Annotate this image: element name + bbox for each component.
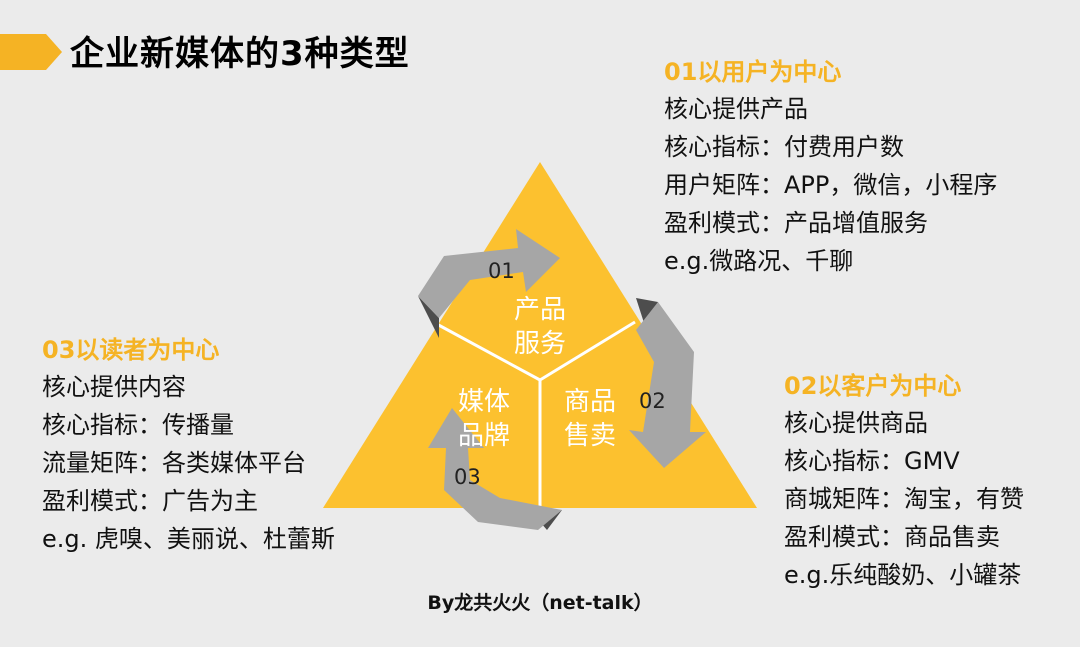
block-line: 核心提供产品 (664, 95, 808, 123)
segment-label-media-2: 品牌 (458, 421, 510, 451)
author-credit: By龙共火火（net-talk） (427, 592, 653, 614)
title-marker (0, 34, 62, 70)
page-title: 企业新媒体的3种类型 (70, 34, 410, 74)
arrow-label-02: 02 (639, 389, 666, 413)
segment-label-goods-1: 商品 (564, 387, 616, 417)
reader-centric-block: 03以读者为中心 核心提供内容 核心指标：传播量 流量矩阵：各类媒体平台 盈利模… (42, 332, 335, 558)
block-line: 核心提供商品 (784, 409, 928, 437)
arrow-label-01: 01 (488, 259, 515, 283)
block-heading: 03以读者为中心 (42, 336, 220, 364)
block-line: 核心指标：GMV (784, 447, 960, 475)
block-line: 用户矩阵：APP，微信，小程序 (664, 171, 998, 199)
block-heading: 01以用户为中心 (664, 58, 842, 86)
segment-label-product-2: 服务 (514, 329, 566, 359)
user-centric-block: 01以用户为中心 核心提供产品 核心指标：付费用户数 用户矩阵：APP，微信，小… (664, 54, 997, 280)
block-line: 盈利模式：广告为主 (42, 487, 258, 515)
block-line: e.g.乐纯酸奶、小罐茶 (784, 561, 1022, 589)
arrow-label-03: 03 (454, 465, 481, 489)
block-line: 核心指标：传播量 (42, 411, 234, 439)
block-line: 流量矩阵：各类媒体平台 (42, 449, 306, 477)
segment-label-media-1: 媒体 (458, 387, 510, 417)
block-line: 商城矩阵：淘宝，有赞 (784, 485, 1024, 513)
block-line: e.g.微路况、千聊 (664, 247, 854, 275)
block-heading: 02以客户为中心 (784, 372, 962, 400)
arrow-02 (629, 298, 706, 468)
customer-centric-block: 02以客户为中心 核心提供商品 核心指标：GMV 商城矩阵：淘宝，有赞 盈利模式… (784, 368, 1024, 594)
arrow-01 (418, 229, 560, 338)
segment-label-goods-2: 售卖 (564, 421, 616, 451)
block-line: 核心指标：付费用户数 (664, 133, 904, 161)
block-line: 盈利模式：产品增值服务 (664, 209, 928, 237)
block-line: e.g. 虎嗅、美丽说、杜蕾斯 (42, 525, 335, 553)
block-line: 核心提供内容 (42, 373, 186, 401)
block-line: 盈利模式：商品售卖 (784, 523, 1000, 551)
segment-label-product-1: 产品 (514, 295, 566, 325)
segment-dividers (432, 320, 636, 508)
arrow-03 (428, 408, 562, 530)
